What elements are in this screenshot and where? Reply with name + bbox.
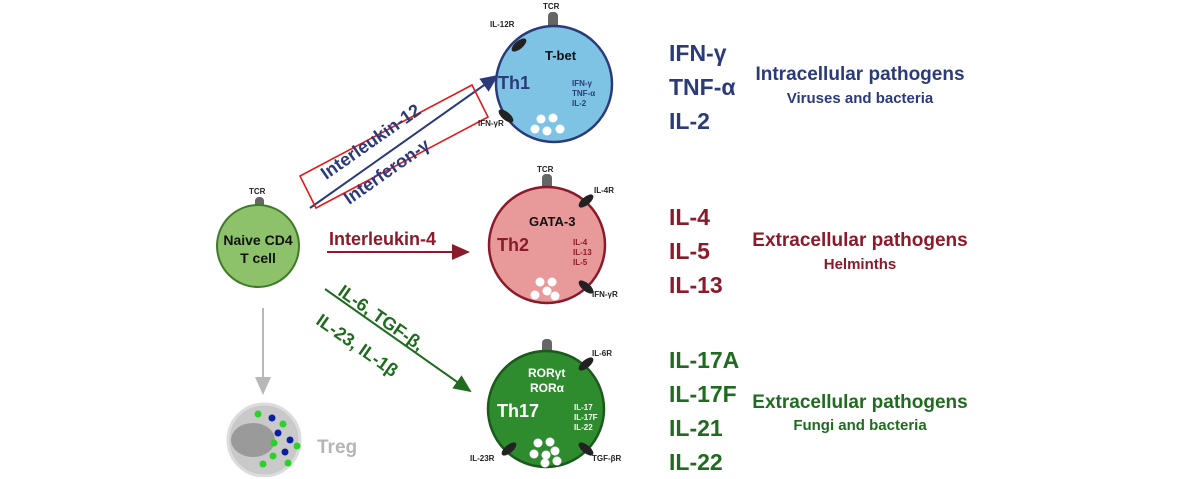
th17-rora-label: RORα	[530, 381, 565, 395]
th1-tcr-label: TCR	[543, 2, 560, 11]
th2-cell-name: Th2	[497, 235, 530, 255]
th1-cell-name: Th1	[498, 73, 531, 93]
th17-inner-cytokines: IL-17 IL-17F IL-22	[574, 403, 598, 433]
naive-tcr-label: TCR	[249, 187, 266, 196]
th1-pathogen-title: Intracellular pathogens	[755, 64, 965, 85]
th17-cytokine: IL-22	[669, 449, 723, 475]
th2-il4r-label: IL-4R	[594, 186, 614, 195]
th1-arrow	[309, 74, 499, 209]
th1-inducer-box	[298, 83, 490, 210]
th1-inner-cytokines: IFN-γ TNF-α IL-2	[572, 79, 595, 109]
th1-inner-cytokine: IFN-γ	[572, 79, 592, 88]
th1-il12r-label: IL-12R	[490, 20, 515, 29]
th17-cell-name: Th17	[497, 401, 540, 421]
th17-il23r-label: IL-23R	[470, 454, 495, 463]
naive-cell	[216, 197, 300, 288]
th2-cytokine-list: IL-4 IL-5 IL-13	[669, 200, 723, 302]
th2-cytokine: IL-5	[669, 238, 710, 264]
th1-inner-cytokine: IL-2	[572, 99, 587, 108]
th2-cytokine: IL-4	[669, 204, 710, 230]
th17-inner-cytokine: IL-17F	[574, 413, 598, 422]
th1-cytokine: IFN-γ	[669, 40, 727, 66]
th17-pathogen-sub: Fungi and bacteria	[793, 417, 927, 434]
th17-il6r-label: IL-6R	[592, 349, 612, 358]
th17-cytokine-list: IL-17A IL-17F IL-21 IL-22	[669, 343, 739, 479]
th1-ifngr-label: IFN-γR	[478, 119, 504, 128]
th1-cytokine: IL-2	[669, 108, 710, 134]
th17-cytokine: IL-17F	[669, 381, 737, 407]
th17-cytokine: IL-17A	[669, 347, 740, 373]
th1-pathogen-sub: Viruses and bacteria	[786, 90, 934, 107]
th17-inner-cytokine: IL-17	[574, 403, 593, 412]
th2-ifngr-label: IFN-γR	[592, 290, 618, 299]
th17-inner-cytokine: IL-22	[574, 423, 593, 432]
th1-cytokine: TNF-α	[669, 74, 736, 100]
th1-cell	[494, 12, 614, 144]
naive-cell-label-line1: Naive CD4	[223, 232, 293, 248]
th2-inducer: Interleukin-4	[329, 229, 437, 249]
th17-arrow	[324, 288, 472, 393]
th1-cytokine-list: IFN-γ TNF-α IL-2	[669, 36, 736, 138]
treg-cell	[226, 402, 302, 477]
th2-inner-cytokines: IL-4 IL-13 IL-5	[573, 238, 592, 268]
th17-pathogen-title: Extracellular pathogens	[752, 392, 968, 413]
th2-inner-cytokine: IL-5	[573, 258, 588, 267]
th2-gata3-label: GATA-3	[529, 214, 576, 229]
th2-pathogen-sub: Helminths	[823, 256, 897, 273]
treg-label: Treg	[317, 437, 358, 458]
th2-tcr-label: TCR	[537, 165, 554, 174]
th2-inner-cytokine: IL-13	[573, 248, 592, 257]
th1-tbet-label: T-bet	[545, 48, 577, 63]
naive-cell-label-line2: T cell	[240, 250, 276, 266]
th2-inner-cytokine: IL-4	[573, 238, 588, 247]
th2-pathogen-title: Extracellular pathogens	[752, 230, 968, 251]
th17-tgfbr-label: TGF-βR	[592, 454, 622, 463]
th17-cytokine: IL-21	[669, 415, 723, 441]
th2-cell	[487, 174, 607, 305]
th17-rorgt-label: RORγt	[528, 366, 566, 380]
th17-cell	[486, 339, 606, 469]
th2-cytokine: IL-13	[669, 272, 723, 298]
th1-inner-cytokine: TNF-α	[572, 89, 596, 98]
